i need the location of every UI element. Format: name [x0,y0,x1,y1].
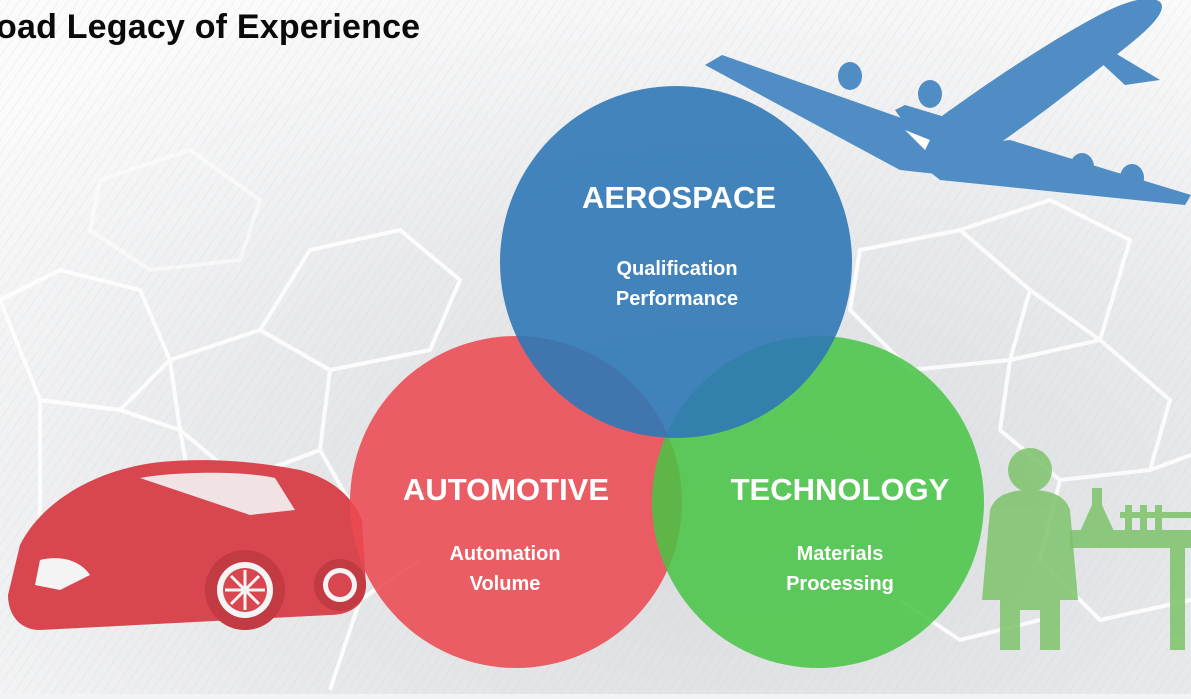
scientist-icon [982,448,1078,650]
technology-heading: TECHNOLOGY [731,472,950,507]
aerospace-circle [500,86,852,438]
aerospace-line-2: Performance [616,288,738,310]
lab-equipment-icon [1070,488,1191,650]
airplane-icon [705,0,1191,205]
automotive-line-2: Volume [470,573,541,595]
automotive-heading: AUTOMOTIVE [403,472,609,507]
aerospace-line-1: Qualification [616,258,737,280]
aerospace-heading: AEROSPACE [582,180,776,215]
technology-line-2: Processing [786,573,894,595]
car-icon [8,460,366,630]
automotive-line-1: Automation [449,543,560,565]
technology-line-1: Materials [797,543,884,565]
page-title: oad Legacy of Experience [0,8,421,46]
